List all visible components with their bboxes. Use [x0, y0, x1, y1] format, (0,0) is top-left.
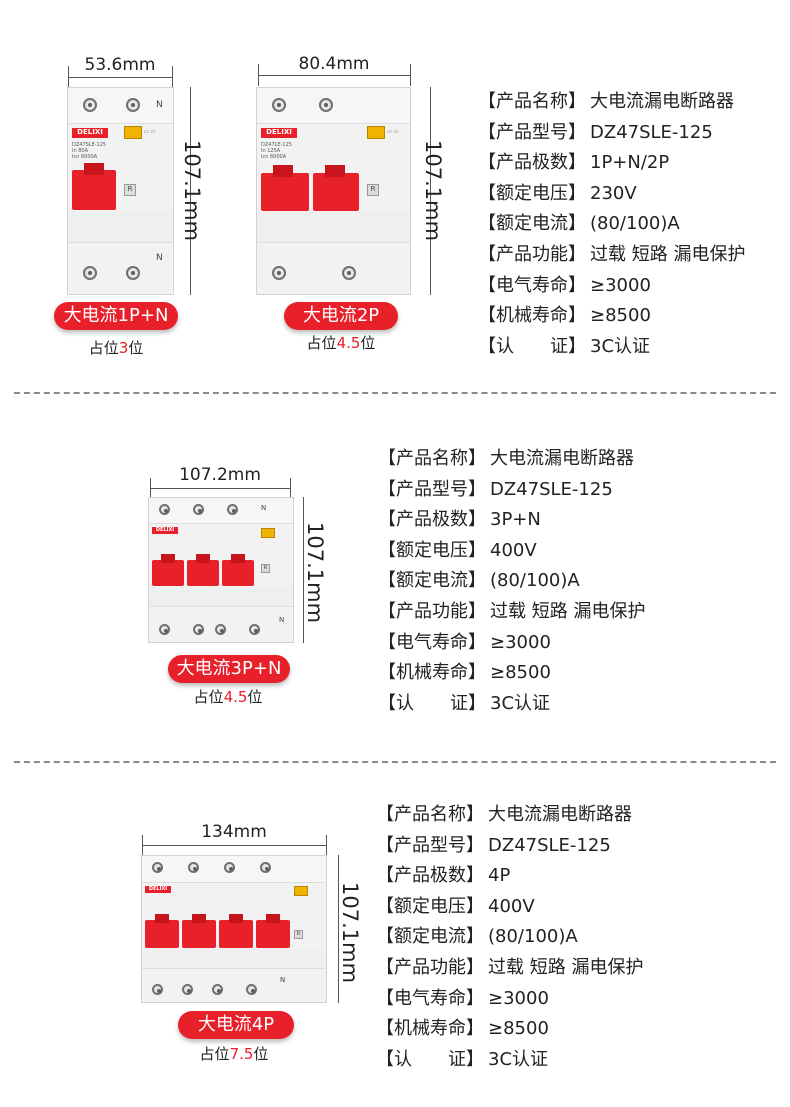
- spec-row: 【认 证】3C认证: [378, 692, 551, 714]
- position-text: 占位3位: [88, 339, 144, 357]
- spec-row: 【产品极数】4P: [376, 865, 511, 887]
- dimension-height-label: 107.1mm: [180, 140, 204, 242]
- dimension-tick: [258, 64, 259, 86]
- spec-row: 【产品极数】3P+N: [378, 509, 541, 531]
- dimension-width-label: 80.4mm: [298, 54, 370, 74]
- spec-row: 【机械寿命】≥8500: [376, 1018, 549, 1040]
- spec-row: 【产品型号】DZ47SLE-125: [376, 834, 611, 856]
- product-pill-label: 大电流4P: [178, 1011, 294, 1039]
- dimension-height-label: 107.1mm: [338, 882, 362, 984]
- spec-list: 【产品名称】大电流漏电断路器 【产品型号】DZ47SLE-125 【产品极数】3…: [378, 444, 645, 719]
- spec-row: 【额定电流】(80/100)A: [376, 926, 578, 948]
- spec-row: 【机械寿命】≥8500: [378, 662, 551, 684]
- spec-row: 【产品型号】DZ47SLE-125: [478, 121, 713, 143]
- dimension-height-label: 107.1mm: [421, 140, 445, 242]
- spec-row: 【额定电压】400V: [376, 895, 535, 917]
- spec-row: 【产品功能】过载 短路 漏电保护: [478, 243, 746, 265]
- dimension-width-label: 53.6mm: [84, 55, 156, 75]
- breaker-image-4p: DELIXI R N: [141, 855, 327, 1003]
- spec-list: 【产品名称】大电流漏电断路器 【产品型号】DZ47SLE-125 【产品极数】4…: [376, 800, 643, 1075]
- spec-row: 【额定电压】400V: [378, 539, 537, 561]
- spec-row: 【产品极数】1P+N/2P: [478, 152, 670, 174]
- dimension-tick: [326, 835, 327, 855]
- section-divider: [14, 392, 776, 394]
- dimension-tick: [290, 478, 291, 498]
- dimension-width-line: [258, 75, 410, 76]
- spec-row: 【电气寿命】≥3000: [376, 987, 549, 1009]
- dimension-width-label: 134mm: [201, 822, 267, 842]
- product-pill-label: 大电流3P+N: [168, 655, 290, 683]
- dimension-tick: [410, 64, 411, 86]
- section-divider: [14, 761, 776, 763]
- spec-row: 【产品名称】大电流漏电断路器: [478, 91, 734, 112]
- dimension-tick: [142, 835, 143, 855]
- spec-row: 【产品名称】大电流漏电断路器: [378, 448, 634, 469]
- spec-row: 【产品名称】大电流漏电断路器: [376, 804, 632, 825]
- spec-row: 【电气寿命】≥3000: [478, 274, 651, 296]
- position-text: 占位7.5位: [199, 1045, 269, 1063]
- dimension-width-line: [68, 77, 172, 78]
- dimension-height-line: [303, 497, 304, 643]
- spec-list: 【产品名称】大电流漏电断路器 【产品型号】DZ47SLE-125 【产品极数】1…: [478, 87, 745, 362]
- dimension-height-line: [190, 87, 191, 295]
- product-pill-label: 大电流2P: [284, 302, 398, 330]
- spec-row: 【额定电压】230V: [478, 182, 637, 204]
- spec-row: 【认 证】3C认证: [376, 1048, 549, 1070]
- dimension-width-label: 107.2mm: [179, 465, 261, 485]
- dimension-height-line: [430, 87, 431, 295]
- dimension-tick: [172, 66, 173, 88]
- product-pill-label: 大电流1P+N: [54, 302, 178, 330]
- spec-row: 【产品功能】过载 短路 漏电保护: [378, 600, 646, 622]
- spec-row: 【产品型号】DZ47SLE-125: [378, 478, 613, 500]
- spec-row: 【额定电流】(80/100)A: [378, 570, 580, 592]
- spec-row: 【电气寿命】≥3000: [378, 631, 551, 653]
- spec-row: 【认 证】3C认证: [478, 335, 651, 357]
- dimension-tick: [150, 478, 151, 498]
- position-text: 占位4.5位: [306, 334, 376, 352]
- dimension-width-line: [150, 488, 290, 489]
- position-text: 占位4.5位: [193, 688, 263, 706]
- dimension-width-line: [142, 845, 326, 846]
- spec-row: 【额定电流】(80/100)A: [478, 213, 680, 235]
- dimension-height-line: [338, 855, 339, 1003]
- dimension-height-label: 107.1mm: [303, 522, 327, 624]
- dimension-tick: [68, 66, 69, 88]
- breaker-image-3p-n: N DELIXI R N: [148, 497, 294, 643]
- spec-row: 【机械寿命】≥8500: [478, 305, 651, 327]
- spec-row: 【产品功能】过载 短路 漏电保护: [376, 956, 644, 978]
